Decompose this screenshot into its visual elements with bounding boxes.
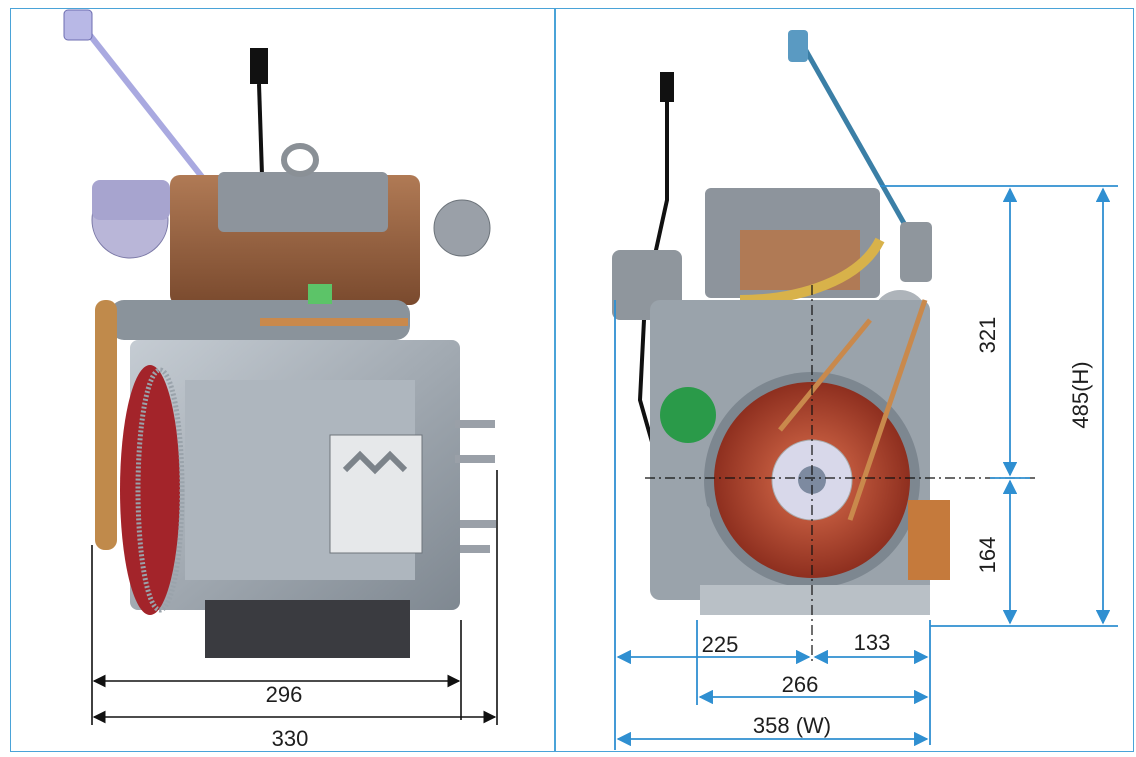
total-height-label: 485(H) — [1068, 361, 1093, 428]
right-engine-illustration — [612, 30, 950, 615]
lower-height-label: 164 — [975, 537, 1000, 574]
left-engine-illustration — [63, 9, 496, 658]
right-dimensions: 321 164 485(H) 225 133 266 358 (W) — [614, 185, 1118, 750]
mount-width-label: 266 — [782, 672, 819, 697]
right-offset-label: 133 — [854, 630, 891, 655]
inner-width-label: 296 — [266, 682, 303, 707]
upper-height-label: 321 — [975, 317, 1000, 354]
left-dimensions: 296 330 — [91, 470, 498, 751]
right-panel-border — [554, 8, 1134, 752]
total-width-label: 358 (W) — [753, 713, 831, 738]
left-offset-label: 225 — [702, 632, 739, 657]
left-panel-border — [10, 8, 556, 752]
outer-width-label: 330 — [272, 726, 309, 751]
